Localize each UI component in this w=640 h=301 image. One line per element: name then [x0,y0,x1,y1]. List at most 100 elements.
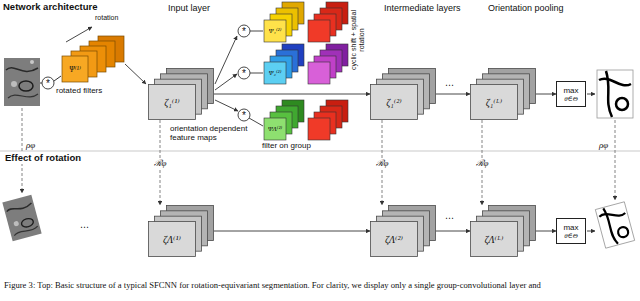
feature-map-slab [371,85,418,120]
annotation: orientation dependent feature maps [170,124,260,142]
filter-label: Ψ₁⁽²⁾ [264,20,286,42]
annotation: cyclic shift + spatial rotation [350,8,366,72]
feature-map-stack: ζΛ⁽²⁾ [370,205,436,257]
filter-label: ΨΛ⁽²⁾ [264,118,286,140]
feature-map-stack: ζΛ⁽ᴸ⁾ [470,205,536,257]
pooling-output-arrows [587,94,595,95]
feature-map-slab [371,222,418,257]
rotated-output-segmentation [595,202,634,248]
feature-map-label: ζ₁⁽¹⁾ [164,97,179,108]
transform-symbol: ρφ [26,140,35,150]
rotated-input-image [14,226,39,235]
rotated-input-image [6,203,32,212]
annotation: rotation [95,14,118,22]
rotated-output-segmentation [617,226,629,238]
pool-label: max [563,223,578,232]
rotated-input-image [13,221,19,227]
feature-map-label: ζ₁⁽²⁾ [386,97,401,108]
pool-label: θ∈Θ [564,95,578,103]
section-heading: Network architecture [3,2,98,13]
pooling-output-arrows [587,231,595,232]
column-heading: Input layer [168,3,210,13]
input-image [19,81,33,91]
feature-map-drawing [148,68,214,120]
convolution-operator [54,76,61,81]
group-convolution-operators [250,31,263,32]
max-pool-box: maxθ∈Θ [556,218,586,244]
operator-symbol: * [238,25,250,37]
group-filters [264,118,286,140]
feature-map-drawing [370,205,436,257]
stack-face: ζ₁⁽ᴸ⁾ [470,84,518,120]
layer-connector [536,94,556,95]
group-filters [308,118,330,140]
annotation: filter on group [262,141,311,150]
feature-map-slab [471,222,518,257]
feature-map-drawing [470,68,536,120]
figure-caption: Figure 3: Top: Basic structure of a typi… [4,281,636,291]
input-image [8,94,38,98]
annotation: rotated filters [56,86,102,95]
group-convolution-operators [249,118,263,126]
rotated-filters [62,56,88,82]
rotation-arrow [66,27,92,42]
column-heading: Intermediate layers [384,3,461,13]
layer-connector [536,231,556,232]
ellipsis: ⋯ [445,80,454,90]
stack-face: ζΛ⁽ᴸ⁾ [470,221,518,257]
feature-map-label: ζΛ⁽²⁾ [385,234,403,245]
feature-map-label: ζΛ⁽ᴸ⁾ [485,234,504,245]
section-separator [0,151,640,152]
operator-symbol: * [42,77,54,89]
transform-symbol: ρφ [599,140,608,150]
input-image [4,58,40,106]
group-filters [264,62,286,84]
edge-label: ℛφ [153,158,168,168]
rotation-effect-arrows [22,108,615,200]
output-segmentation [616,98,628,110]
rotation-effect-arrows [22,108,23,193]
group-convolution-operators [215,74,237,90]
input-image [6,68,38,72]
input-image [30,60,34,64]
filter-label: Ψ₂⁽²⁾ [264,62,286,84]
rotation-effect-arrows [615,120,616,200]
max-pool-box: maxθ∈Θ [556,81,586,107]
group-filters [264,2,348,140]
group-convolution-operators [238,109,250,121]
convolution-operator [42,77,54,89]
output-segmentation [597,70,633,118]
rotated-filters [62,36,124,82]
feature-map-slab [149,85,196,120]
group-convolution-operators [215,100,238,111]
edge-label: ℛφ [375,158,390,168]
operator-symbol: * [238,109,250,121]
feature-map-stack: ζΛ⁽¹⁾ [148,205,214,257]
rotated-output-segmentation [603,207,618,245]
feature-map-label: ζ₁⁽ᴸ⁾ [486,97,502,108]
edge-label: ℛφ [475,158,490,168]
feature-map-drawing [370,68,436,120]
group-convolution-operators [215,25,263,126]
feature-map-stack: ζ₁⁽²⁾ [370,68,436,120]
operator-symbol: * [238,67,250,79]
group-convolution-operators [238,25,250,37]
stack-face: ζ₁⁽²⁾ [370,84,418,120]
feature-map-slab [471,85,518,120]
pool-label: max [563,86,578,95]
rotated-input-image [2,195,41,241]
feature-map-drawing [470,205,536,257]
rotation-arrow [66,27,92,42]
input-image [11,81,17,87]
column-heading: Orientation pooling [488,3,564,13]
filter-to-map-arrow [125,64,146,84]
output-segmentation [606,71,612,117]
feature-map-stack: ζ₁⁽ᴸ⁾ [470,68,536,120]
input-image [4,58,40,106]
layer-connector [436,231,470,232]
stack-face: ζΛ⁽²⁾ [370,221,418,257]
ellipsis: ⋯ [445,213,454,223]
